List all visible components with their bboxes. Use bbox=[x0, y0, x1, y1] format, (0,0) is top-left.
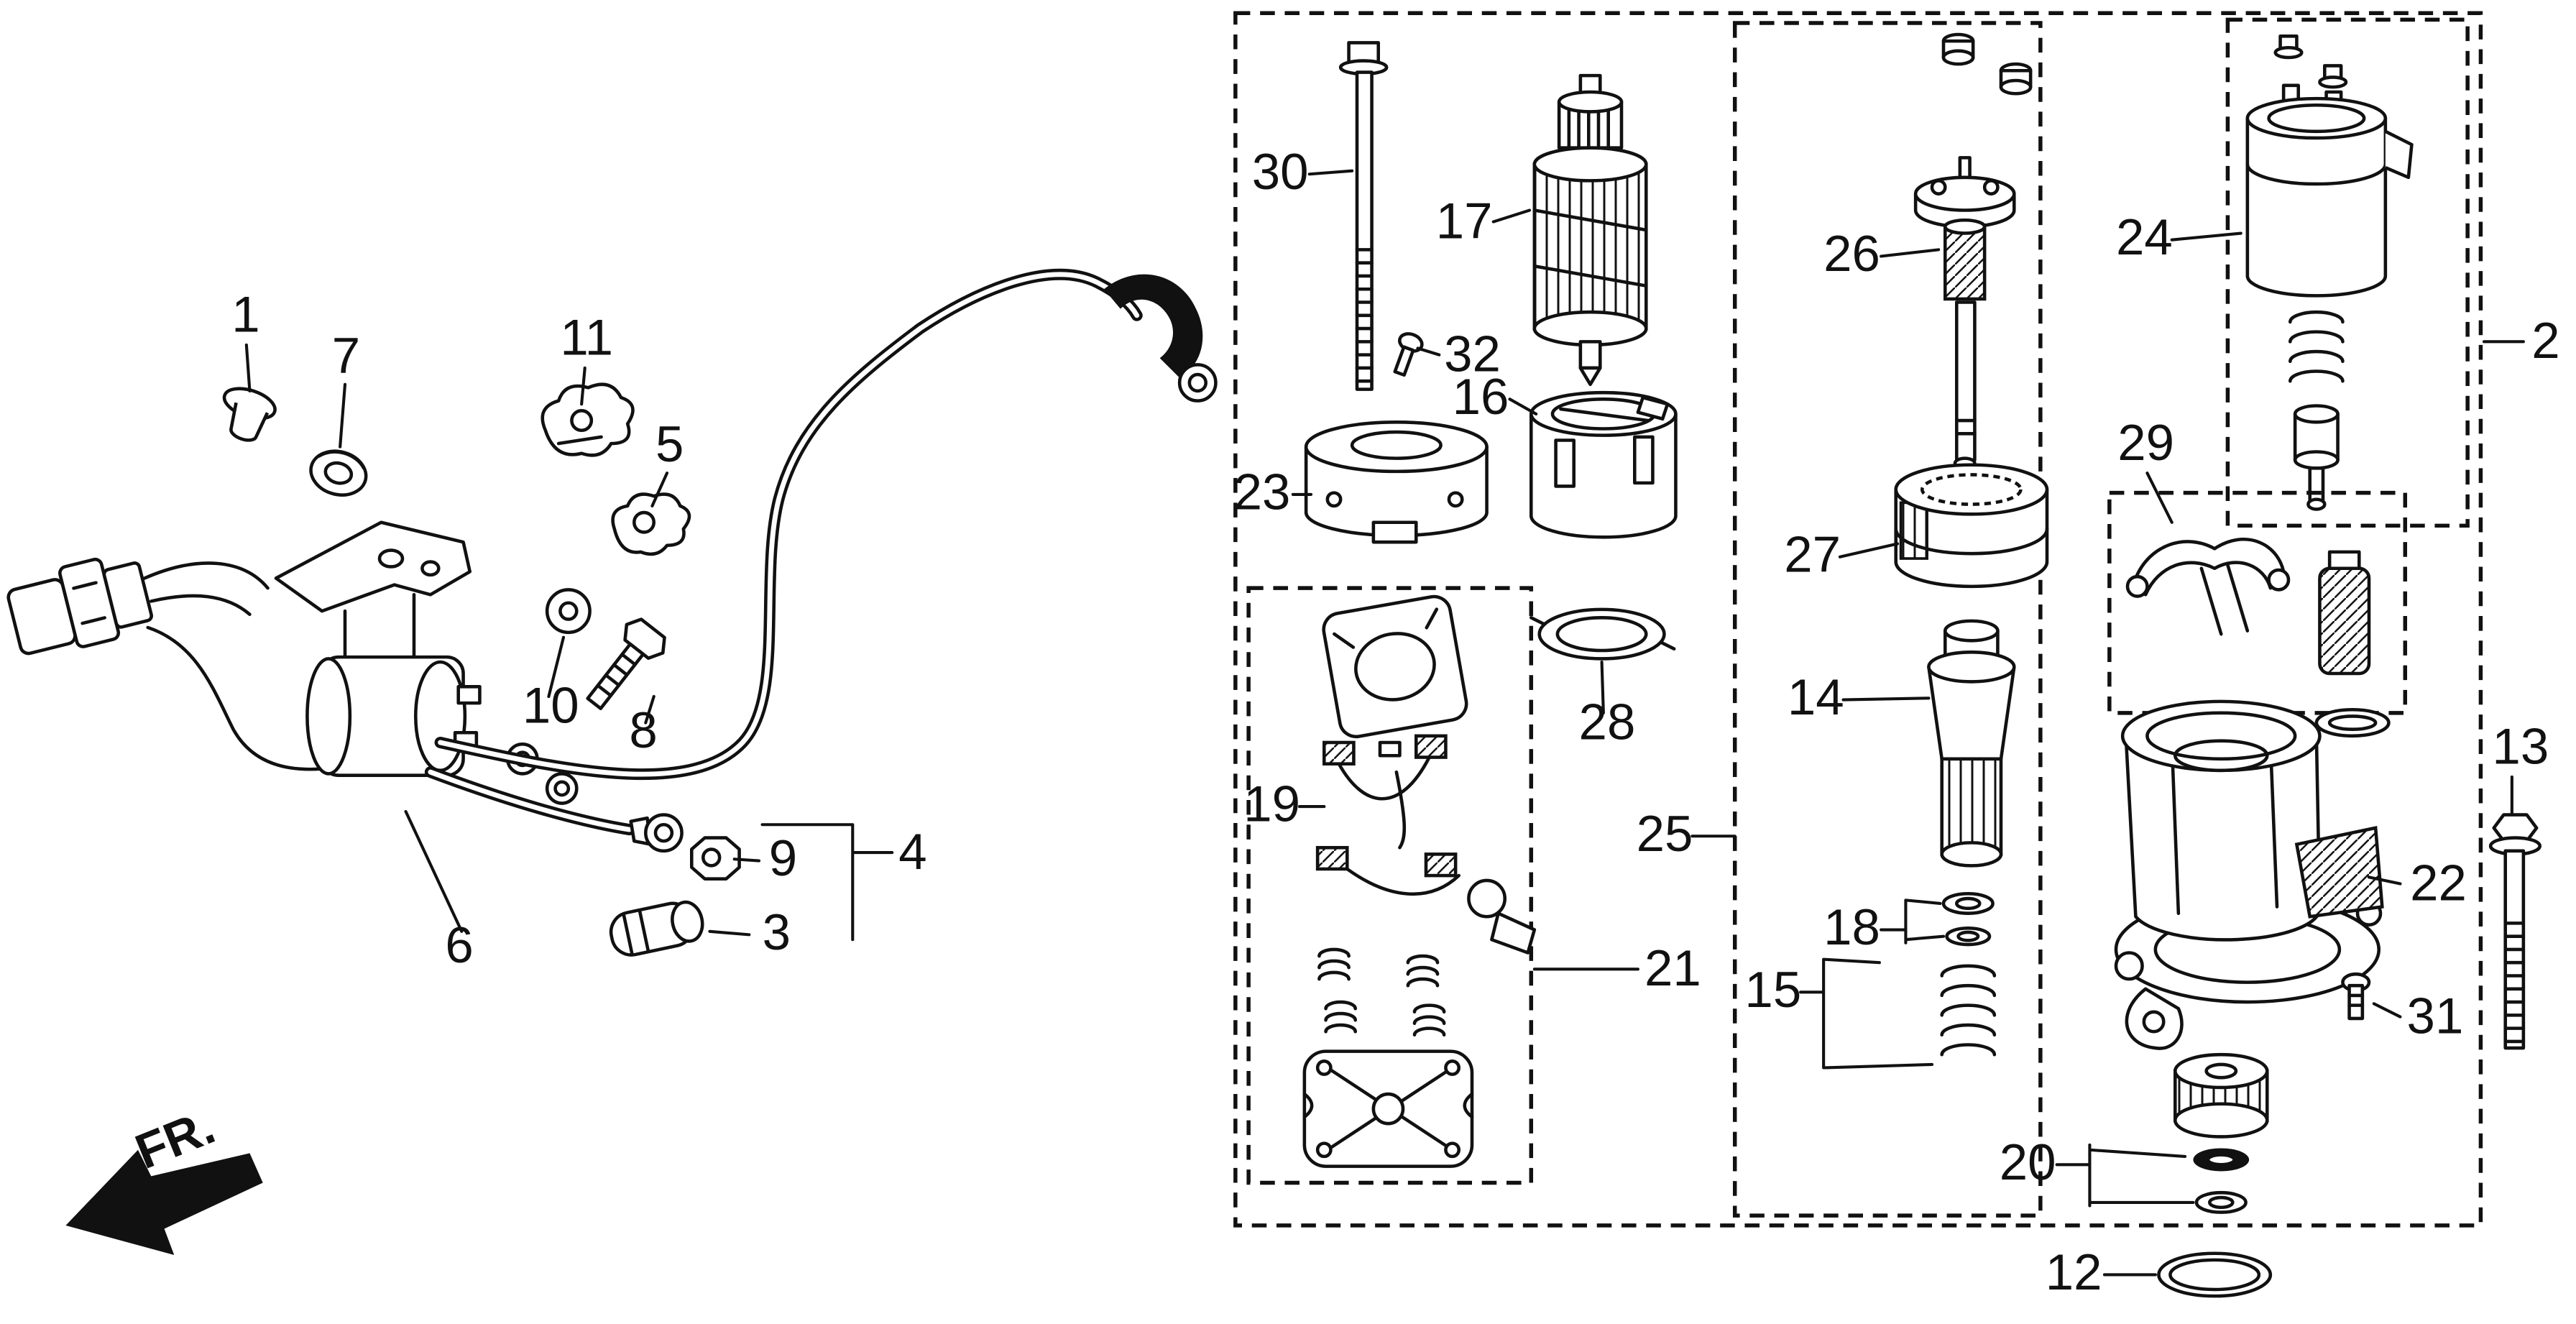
brush-plate-insulator bbox=[1322, 594, 1468, 739]
callout-27: 27 bbox=[1784, 526, 1841, 583]
part-terminal-boot bbox=[609, 900, 704, 957]
cable-elbow-boot bbox=[1104, 274, 1218, 403]
part-clamp-lower bbox=[611, 492, 691, 556]
callout-1: 1 bbox=[231, 287, 259, 344]
callout-31: 31 bbox=[2407, 988, 2464, 1044]
starter-assembly-boundary bbox=[1233, 11, 2483, 1228]
callout-9: 9 bbox=[769, 830, 797, 887]
part-through-bolt bbox=[1338, 41, 1389, 391]
callout-15: 15 bbox=[1744, 962, 1801, 1019]
brush-kit-boundary bbox=[1246, 586, 1534, 1185]
pinion-kit-boundary bbox=[1732, 21, 2043, 1218]
rear-end-cover bbox=[1302, 1049, 1474, 1168]
connector-wires bbox=[142, 561, 324, 771]
callout-29: 29 bbox=[2117, 415, 2174, 472]
callout-32: 32 bbox=[1444, 326, 1501, 382]
part-grommet bbox=[309, 449, 368, 497]
fr-direction-arrow: FR. bbox=[65, 1098, 263, 1256]
callout-26: 26 bbox=[1823, 226, 1880, 282]
part-idler-gear bbox=[2174, 1052, 2269, 1214]
brush-springs bbox=[1317, 947, 1446, 1037]
part-o-ring bbox=[2157, 1251, 2273, 1298]
callout-13: 13 bbox=[2492, 719, 2549, 776]
part-washers-18 bbox=[1941, 891, 1995, 947]
callout-19: 19 bbox=[1243, 776, 1300, 833]
part-spring-15 bbox=[1940, 964, 1997, 1057]
part-fork-clip bbox=[2125, 537, 2291, 636]
part-solenoid-switch bbox=[2245, 34, 2414, 511]
callout-25: 25 bbox=[1637, 806, 1693, 863]
callout-14: 14 bbox=[1788, 669, 1844, 726]
shaft-nuts bbox=[1941, 32, 2033, 96]
callout-21: 21 bbox=[1644, 940, 1701, 997]
callout-23: 23 bbox=[1234, 464, 1291, 520]
right-callouts: 30 17 32 16 23 28 19 21 25 26 27 14 18 1… bbox=[1234, 144, 2560, 1301]
brush-rigging bbox=[1315, 734, 1537, 955]
wire-connector bbox=[6, 557, 154, 656]
callout-8: 8 bbox=[629, 702, 657, 759]
callout-4: 4 bbox=[898, 824, 926, 881]
part-washer-10 bbox=[545, 588, 592, 635]
callout-7: 7 bbox=[332, 328, 360, 385]
solenoid-kit-boundary bbox=[2225, 17, 2470, 528]
part-nut-9 bbox=[689, 836, 741, 881]
part-brush-holder bbox=[1530, 390, 1678, 539]
part-bolt-8 bbox=[586, 617, 666, 711]
callout-18: 18 bbox=[1823, 899, 1880, 956]
callout-28: 28 bbox=[1579, 694, 1636, 750]
part-end-frame bbox=[1304, 420, 1489, 544]
part-overrun-clutch bbox=[1894, 463, 2049, 589]
part-gear-housing bbox=[2114, 699, 2384, 1050]
callout-22: 22 bbox=[2410, 855, 2467, 911]
callout-16: 16 bbox=[1453, 369, 1509, 426]
callout-24: 24 bbox=[2116, 209, 2173, 266]
callout-11: 11 bbox=[560, 310, 613, 367]
ring-terminal-small bbox=[629, 813, 684, 853]
callout-5: 5 bbox=[656, 416, 684, 473]
clip-rubber-block bbox=[2314, 550, 2391, 738]
part-lock-plate bbox=[1530, 607, 1676, 661]
part-clamp-upper bbox=[540, 382, 635, 457]
callout-17: 17 bbox=[1436, 193, 1493, 249]
callout-30: 30 bbox=[1252, 144, 1309, 201]
part-pinion-shaft bbox=[1913, 156, 2016, 470]
callout-2: 2 bbox=[2531, 313, 2559, 369]
left-callouts: 1 7 11 5 10 8 9 3 4 6 bbox=[231, 287, 926, 975]
clip-kit-boundary bbox=[2107, 490, 2408, 715]
part-armature bbox=[1532, 73, 1648, 387]
battery-cable bbox=[424, 268, 1218, 853]
part-cap bbox=[222, 387, 277, 442]
part-screw-32 bbox=[1393, 332, 1424, 377]
part-bolt-13 bbox=[2488, 813, 2542, 1050]
callout-12: 12 bbox=[2046, 1244, 2102, 1301]
part-screw-31 bbox=[2341, 972, 2371, 1021]
callout-3: 3 bbox=[763, 904, 791, 961]
part-drive-gear bbox=[1927, 619, 2016, 868]
callout-20: 20 bbox=[2000, 1134, 2056, 1191]
